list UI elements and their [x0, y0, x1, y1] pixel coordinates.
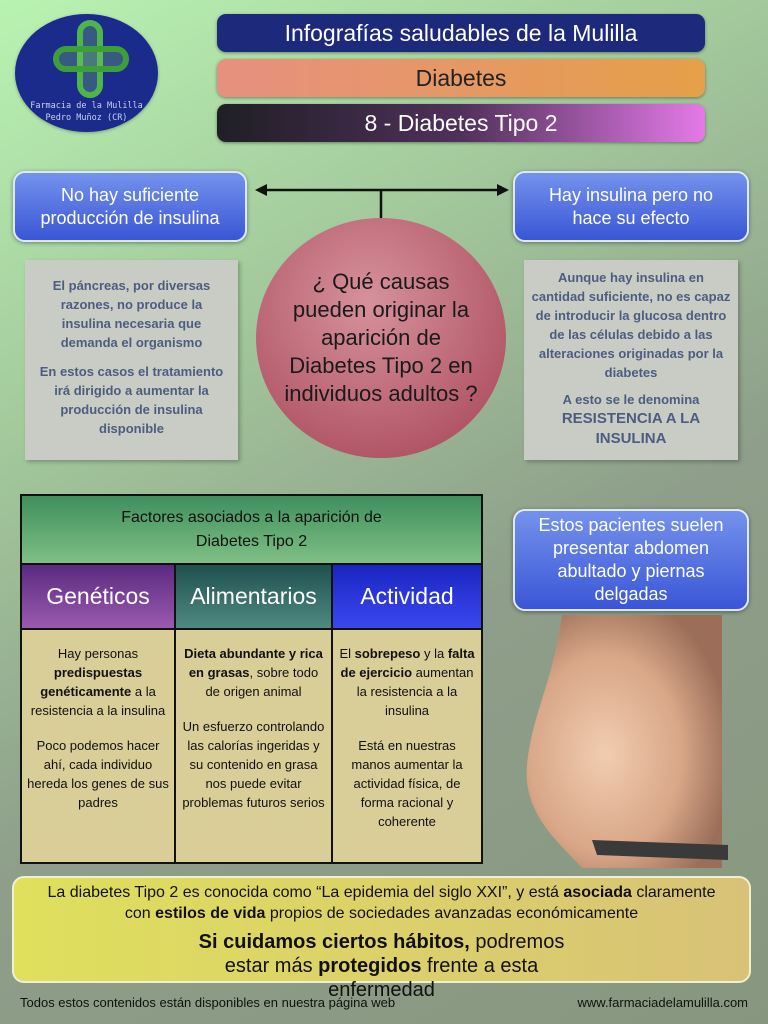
pharmacy-logo: Farmacia de la Mulilla Pedro Muñoz (CR)	[15, 14, 158, 132]
text-segment: sobrepeso	[354, 646, 421, 661]
cross-icon-bar	[53, 46, 129, 72]
text-segment: propios de sociedades avanzadas económic…	[265, 905, 639, 922]
factor-paragraph: Hay personas predispuestas genéticamente…	[27, 644, 169, 720]
column-header-actividad: Actividad	[333, 565, 481, 628]
header-subtitle: 8 - Diabetes Tipo 2	[217, 104, 705, 142]
factors-title: Factores asociados a la aparición de Dia…	[22, 496, 481, 565]
left-paragraph-1: El páncreas, por diversas razones, no pr…	[52, 278, 211, 350]
text-segment: a la resistencia a la insulina	[30, 684, 166, 718]
column-body-alimentarios: Dieta abundante y rica en grasas, sobre …	[176, 630, 333, 862]
text-segment: El	[339, 646, 355, 661]
text-segment: podremos estar más	[224, 931, 565, 977]
footer-note: Todos estos contenidos están disponibles…	[20, 995, 396, 1010]
header-title: Infografías saludables de la Mulilla	[217, 14, 705, 52]
column-header-alimentarios: Alimentarios	[176, 565, 333, 628]
patients-note: Estos pacientes suelen presentar abdomen…	[513, 509, 749, 611]
summary-line2: Si cuidamos ciertos hábitos, podremos es…	[14, 930, 749, 1002]
left-explanation: El páncreas, por diversas razones, no pr…	[25, 260, 238, 460]
factors-title-text: Factores asociados a la aparición de Dia…	[121, 509, 382, 550]
text-segment: aumentan la resistencia a la insulina	[356, 665, 474, 718]
right-explanation: Aunque hay insulina en cantidad suficien…	[524, 260, 738, 460]
text-segment: claramente con	[124, 884, 716, 922]
factor-paragraph: Está en nuestras manos aumentar la activ…	[338, 736, 476, 831]
cross-icon	[77, 20, 103, 98]
factor-paragraph: Dieta abundante y rica en grasas, sobre …	[181, 644, 326, 701]
right-paragraph-1: Aunque hay insulina en cantidad suficien…	[531, 270, 731, 380]
factors-table: Factores asociados a la aparición de Dia…	[20, 494, 483, 864]
left-paragraph-2: En estos casos el tratamiento irá dirigi…	[39, 364, 224, 436]
cause-insulin-resistance: Hay insulina pero no hace su efecto	[513, 171, 749, 242]
column-body-geneticos: Hay personas predispuestas genéticamente…	[22, 630, 176, 862]
text-segment: falta de ejercicio	[340, 646, 475, 680]
logo-line1: Farmacia de la Mulilla	[30, 101, 143, 111]
abdomen-illustration	[526, 615, 728, 868]
text-segment: protegidos	[318, 955, 422, 977]
text-segment: Hay personas	[57, 646, 139, 661]
text-segment: y la	[420, 646, 448, 661]
text-segment: estilos de vida	[155, 905, 266, 922]
text-segment: Si cuidamos ciertos hábitos,	[198, 931, 470, 953]
text-segment: , sobre todo de origen animal	[205, 665, 319, 699]
website-link[interactable]: www.farmaciadelamulilla.com	[577, 995, 749, 1010]
column-body-actividad: El sobrepeso y la falta de ejercicio aum…	[333, 630, 481, 862]
double-arrow-connector	[255, 184, 509, 222]
right-paragraph-2: A esto se le denomina	[562, 392, 700, 407]
question-circle: ¿ Qué causas pueden originar la aparició…	[256, 218, 506, 458]
text-segment: La diabetes Tipo 2 es conocida como “La …	[47, 884, 564, 901]
factor-paragraph: Un esfuerzo controlando las calorías ing…	[181, 717, 326, 812]
logo-line2: Pedro Muñoz (CR)	[45, 113, 128, 123]
summary-line1: La diabetes Tipo 2 es conocida como “La …	[14, 882, 749, 924]
text-segment: predispuestas genéticamente	[40, 665, 143, 699]
text-segment: Dieta abundante y rica en grasas	[184, 646, 323, 680]
header-topic: Diabetes	[217, 59, 705, 97]
question-text: ¿ Qué causas pueden originar la aparició…	[284, 269, 478, 406]
text-segment: asociada	[563, 884, 632, 901]
text-segment: Está en nuestras manos aumentar la activ…	[351, 738, 463, 829]
factor-paragraph: Poco podemos hacer ahí, cada individuo h…	[27, 736, 169, 812]
text-segment: frente a esta enfermedad	[328, 955, 539, 1001]
text-segment: Un esfuerzo controlando las calorías ing…	[182, 719, 325, 810]
column-header-geneticos: Genéticos	[22, 565, 176, 628]
factor-paragraph: El sobrepeso y la falta de ejercicio aum…	[338, 644, 476, 720]
cause-insufficient-insulin: No hay suficiente producción de insulina	[13, 171, 247, 242]
summary-box: La diabetes Tipo 2 es conocida como “La …	[12, 876, 751, 1001]
text-segment: Poco podemos hacer ahí, cada individuo h…	[27, 738, 169, 810]
resistance-label: RESISTENCIA A LA INSULINA	[561, 410, 701, 447]
